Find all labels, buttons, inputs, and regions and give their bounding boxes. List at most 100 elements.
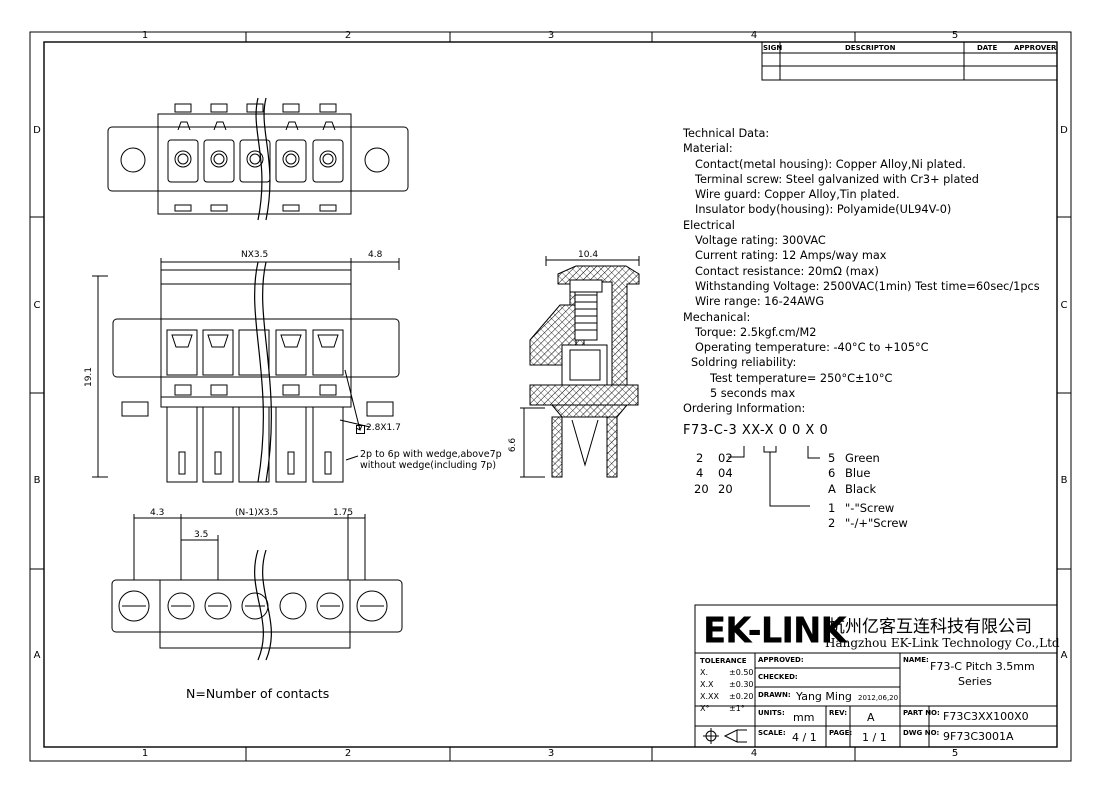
tech-line: Voltage rating: 300VAC <box>695 234 826 248</box>
tech-line: Soldring reliability: <box>691 356 797 370</box>
drawn-date: 2012,06,20 <box>858 694 899 702</box>
approved-label: APPROVED: <box>758 656 804 664</box>
tech-line: Contact(metal housing): Copper Alloy,Ni … <box>695 157 966 171</box>
tol-x-val: ±0.50 <box>729 668 754 677</box>
tech-line: Wire guard: Copper Alloy,Tin plated. <box>695 188 900 202</box>
part-number: F73C3XX100X0 <box>943 710 1029 723</box>
zone-row-c-right: C <box>1060 300 1068 311</box>
tolerance-label: TOLERANCE <box>700 657 747 665</box>
part-name-line-1: F73-C Pitch 3.5mm <box>930 660 1035 673</box>
zone-col-2-bottom: 2 <box>344 748 352 759</box>
wedge-note-line-2: without wedge(including 7p) <box>360 460 497 471</box>
pins-option-1-val: 02 <box>718 451 733 465</box>
tech-line: Electrical <box>683 218 735 232</box>
part-name-line-2: Series <box>958 675 992 688</box>
rev-label: REV: <box>829 709 848 717</box>
screw-option-1-val: "-"Screw <box>845 501 895 515</box>
zone-col-2: 2 <box>344 30 352 41</box>
side-section-view <box>520 256 640 478</box>
rev-value: A <box>867 711 875 724</box>
tech-line: Mechanical: <box>683 310 751 324</box>
zone-col-4-bottom: 4 <box>750 748 758 759</box>
rev-date-header: DATE <box>977 44 998 52</box>
screw-option-1-key: 1 <box>828 501 836 515</box>
rev-sign-header: SIGN <box>763 44 783 52</box>
page-label: PAGE: <box>829 729 853 737</box>
tech-line: Torque: 2.5kgf.cm/M2 <box>695 325 817 339</box>
color-option-3-val: Black <box>845 482 877 496</box>
dim-1-75: 1.75 <box>333 508 354 518</box>
drawing-number: 9F73C3001A <box>943 730 1014 743</box>
tech-line: Ordering Information: <box>683 402 806 416</box>
tech-line: Insulator body(housing): Polyamide(UL94V… <box>695 203 952 217</box>
dim-3-5: 3.5 <box>194 530 209 540</box>
scale-value: 4 / 1 <box>792 731 817 744</box>
rev-description-header: DESCRIPTON <box>845 44 896 52</box>
dim-6-6: 6.6 <box>508 437 519 453</box>
zone-col-1: 1 <box>141 30 149 41</box>
tech-line: Operating temperature: -40°C to +105°C <box>695 341 929 355</box>
zone-row-a: A <box>33 650 41 661</box>
zone-row-d-right: D <box>1060 125 1068 136</box>
tol-deg-val: ±1° <box>729 704 745 713</box>
contacts-note: N=Number of contacts <box>186 686 330 701</box>
drawing-frame <box>29 31 1072 762</box>
color-option-2-val: Blue <box>845 466 871 480</box>
tech-line: Material: <box>683 142 733 156</box>
tech-line: Withstanding Voltage: 2500VAC(1min) Test… <box>695 279 1040 293</box>
page-value: 1 / 1 <box>862 731 887 744</box>
dim-19-1: 19.1 <box>84 366 95 388</box>
pins-option-3-val: 20 <box>718 482 733 496</box>
zone-col-1-bottom: 1 <box>141 748 149 759</box>
tol-xx-val: ±0.30 <box>729 680 754 689</box>
zone-row-d: D <box>33 125 41 136</box>
drawn-by: Yang Ming <box>796 690 852 703</box>
company-logo: EK-LINK <box>703 610 847 652</box>
zone-col-3: 3 <box>547 30 555 41</box>
tech-line: 5 seconds max <box>710 387 796 401</box>
color-option-1-val: Green <box>845 451 880 465</box>
tol-x: X. <box>700 668 709 677</box>
ordering-code: F73-C-3 XX-X 0 0 X 0 <box>683 423 829 438</box>
tol-xxx-val: ±0.20 <box>729 692 754 701</box>
tech-line: Test temperature= 250°C±10°C <box>710 371 893 385</box>
tech-line: Wire range: 16-24AWG <box>695 295 825 309</box>
tech-line: Terminal screw: Steel galvanized with Cr… <box>695 172 979 186</box>
dim-box-2-8x1-7: 2.8X1.7 <box>366 423 401 433</box>
drawn-label: DRAWN: <box>758 691 791 699</box>
name-label: NAME: <box>903 656 929 664</box>
tech-line: Current rating: 12 Amps/way max <box>695 249 887 263</box>
pins-option-1-key: 2 <box>696 451 704 465</box>
scale-label: SCALE: <box>758 729 786 737</box>
zone-row-a-right: A <box>1060 650 1068 661</box>
tech-line: Contact resistance: 20mΩ (max) <box>695 264 879 278</box>
dim-n-1-x3-5: (N-1)X3.5 <box>235 508 279 518</box>
dim-10-4: 10.4 <box>578 250 599 260</box>
screw-option-2-key: 2 <box>828 516 836 530</box>
title-block <box>694 604 1058 748</box>
screw-option-2-val: "-/+"Screw <box>845 516 908 530</box>
color-option-2-key: 6 <box>828 466 836 480</box>
zone-col-5: 5 <box>951 30 959 41</box>
rev-approver-header: APPROVER <box>1014 44 1057 52</box>
zone-col-3-bottom: 3 <box>547 748 555 759</box>
checked-label: CHECKED: <box>758 673 798 681</box>
front-view <box>92 258 400 483</box>
units-label: UNITS: <box>758 709 785 717</box>
company-name-cn: 杭州亿客互连科技有限公司 <box>828 617 1032 637</box>
tech-line: Technical Data: <box>683 127 770 140</box>
dwgno-label: DWG NO: <box>903 729 940 737</box>
wedge-note-line-1: 2p to 6p with wedge,above7p <box>360 449 502 460</box>
zone-row-b: B <box>33 475 41 486</box>
box-symbol <box>356 425 365 434</box>
pins-option-3-key: 20 <box>694 482 709 496</box>
zone-row-b-right: B <box>1060 475 1068 486</box>
pins-option-2-key: 4 <box>696 466 704 480</box>
pins-option-2-val: 04 <box>718 466 733 480</box>
dim-nx35: NX3.5 <box>241 250 269 260</box>
zone-col-5-bottom: 5 <box>951 748 959 759</box>
bottom-view <box>111 514 403 661</box>
dim-4-8: 4.8 <box>368 250 383 260</box>
tol-xx: X.X <box>700 680 714 689</box>
